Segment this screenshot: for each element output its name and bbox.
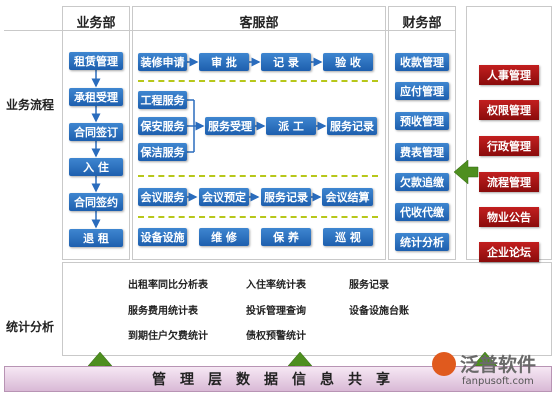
- service-divider-1: [138, 80, 378, 82]
- service-service-record[interactable]: 服务记录: [327, 117, 377, 135]
- shared-data-banner: 管理层数据信息共享: [4, 366, 552, 392]
- finance-statistics[interactable]: 统计分析: [395, 233, 449, 251]
- service-repair[interactable]: 维 修: [199, 228, 249, 246]
- finance-collect-on-behalf[interactable]: 代收代缴: [395, 203, 449, 221]
- admin-administration[interactable]: 行政管理: [479, 136, 539, 156]
- stat-facility-ledger[interactable]: 设备设施台账: [349, 306, 409, 317]
- service-meeting-booking[interactable]: 会议预定: [199, 188, 249, 206]
- service-engineering[interactable]: 工程服务: [138, 91, 187, 109]
- service-record[interactable]: 记 录: [261, 53, 311, 71]
- service-meeting-settlement[interactable]: 会议结算: [322, 188, 373, 206]
- admin-announcements[interactable]: 物业公告: [479, 207, 539, 227]
- service-divider-3: [138, 216, 378, 218]
- service-record-2[interactable]: 服务记录: [261, 188, 311, 206]
- admin-permissions[interactable]: 权限管理: [479, 100, 539, 120]
- finance-fee-sheets[interactable]: 费表管理: [395, 143, 449, 161]
- stat-occupancy-yoy[interactable]: 出租率同比分析表: [128, 280, 208, 291]
- business-item-move-in[interactable]: 入 住: [69, 158, 123, 176]
- admin-forum[interactable]: 企业论坛: [479, 242, 539, 262]
- business-item-lease-acceptance[interactable]: 承租受理: [69, 88, 123, 106]
- service-acceptance[interactable]: 服务受理: [205, 117, 255, 135]
- stat-complaints[interactable]: 投诉管理查询: [246, 306, 306, 317]
- service-cleaning[interactable]: 保洁服务: [138, 143, 187, 161]
- business-item-lease-mgmt[interactable]: 租赁管理: [69, 52, 123, 70]
- finance-payables[interactable]: 应付管理: [395, 82, 449, 100]
- brand-logo-mark: [432, 352, 456, 376]
- finance-dept-header: 财务部: [402, 16, 442, 31]
- finance-prepayments[interactable]: 预收管理: [395, 112, 449, 130]
- stat-service-records[interactable]: 服务记录: [349, 280, 389, 291]
- brand-logo-name: 泛普软件: [460, 354, 537, 376]
- business-item-contract-sign[interactable]: 合同签约: [69, 193, 123, 211]
- service-patrol[interactable]: 巡 视: [323, 228, 373, 246]
- business-flow-label: 业务流程: [6, 98, 55, 112]
- service-security[interactable]: 保安服务: [138, 117, 187, 135]
- stat-analysis-label: 统计分析: [6, 320, 55, 334]
- business-dept-header: 业务部: [76, 16, 116, 31]
- service-maintenance[interactable]: 保 养: [261, 228, 311, 246]
- brand-logo: 泛普软件 fanpusoft.com: [432, 346, 554, 392]
- finance-arrears[interactable]: 欠款追缴: [395, 173, 449, 191]
- service-divider-2: [138, 175, 378, 177]
- service-decoration-request[interactable]: 装修申请: [138, 53, 187, 71]
- shared-data-banner-text: 管理层数据信息共享: [152, 372, 404, 388]
- business-item-move-out[interactable]: 退 租: [69, 229, 123, 247]
- stat-debt-warning[interactable]: 债权预警统计: [246, 331, 306, 342]
- service-meeting[interactable]: 会议服务: [138, 188, 187, 206]
- stat-checkin-rate[interactable]: 入住率统计表: [246, 280, 306, 291]
- stat-overdue-arrears[interactable]: 到期住户欠费统计: [128, 331, 208, 342]
- admin-workflow[interactable]: 流程管理: [479, 172, 539, 192]
- service-inspection[interactable]: 验 收: [323, 53, 373, 71]
- brand-logo-url: fanpusoft.com: [462, 376, 534, 387]
- business-item-contract-signing[interactable]: 合同签订: [69, 123, 123, 141]
- finance-receipts[interactable]: 收款管理: [395, 53, 449, 71]
- stat-service-fees[interactable]: 服务费用统计表: [128, 306, 198, 317]
- service-facilities[interactable]: 设备设施: [138, 228, 187, 246]
- service-approval[interactable]: 审 批: [199, 53, 249, 71]
- service-dispatch[interactable]: 派 工: [266, 117, 316, 135]
- header-separator: [4, 30, 456, 31]
- admin-hr[interactable]: 人事管理: [479, 65, 539, 85]
- stats-frame: [62, 262, 552, 356]
- service-dept-header: 客服部: [239, 16, 279, 31]
